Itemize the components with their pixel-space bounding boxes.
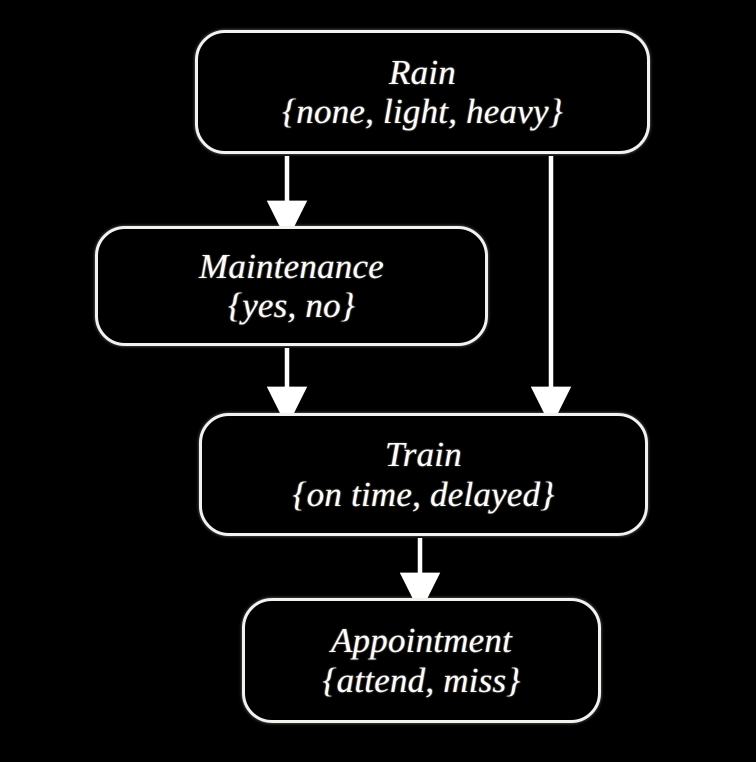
node-maintenance-title: Maintenance bbox=[199, 246, 384, 286]
node-appointment[interactable]: Appointment {attend, miss} bbox=[242, 598, 601, 723]
node-maintenance-states: {yes, no} bbox=[228, 286, 355, 325]
node-rain-states: {none, light, heavy} bbox=[282, 92, 563, 131]
node-appointment-states: {attend, miss} bbox=[322, 660, 521, 700]
node-train[interactable]: Train {on time, delayed} bbox=[199, 413, 648, 536]
node-appointment-title: Appointment bbox=[330, 621, 513, 661]
node-maintenance[interactable]: Maintenance {yes, no} bbox=[95, 226, 488, 346]
node-train-title: Train bbox=[385, 435, 462, 475]
node-train-states: {on time, delayed} bbox=[292, 474, 555, 514]
node-rain-title: Rain bbox=[389, 52, 456, 92]
node-rain[interactable]: Rain {none, light, heavy} bbox=[195, 30, 650, 154]
